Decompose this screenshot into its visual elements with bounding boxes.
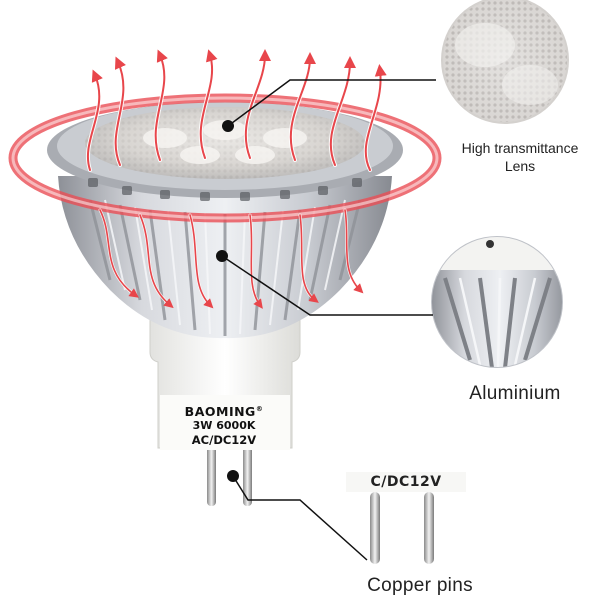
bulb-marking: BAOMING® 3W 6000K AC/DC12V (162, 402, 286, 448)
heat-dissipation-arrow-icon (86, 49, 387, 309)
registered-mark: ® (255, 405, 264, 413)
lens-zoom-detail (441, 0, 569, 124)
lens-label-line1: High transmittance (461, 140, 579, 156)
aluminium-zoom-detail (431, 236, 563, 368)
pins-detail-marking: C/DC12V (370, 475, 442, 489)
lens-callout-label: High transmittance Lens (440, 140, 600, 175)
brand-name: BAOMING (184, 404, 256, 420)
copper-pins-callout-label: Copper pins (367, 575, 473, 596)
spec-voltage: AC/DC12V (191, 433, 257, 448)
callout-dot-icon (221, 79, 436, 561)
pins-zoom-detail (346, 472, 466, 564)
spec-power-color: 3W 6000K (192, 419, 256, 433)
aluminium-callout-label: Aluminium (469, 383, 561, 404)
lens-label-line2: Lens (504, 157, 536, 174)
bulb-base (149, 317, 301, 450)
bulb-pins (207, 444, 252, 506)
